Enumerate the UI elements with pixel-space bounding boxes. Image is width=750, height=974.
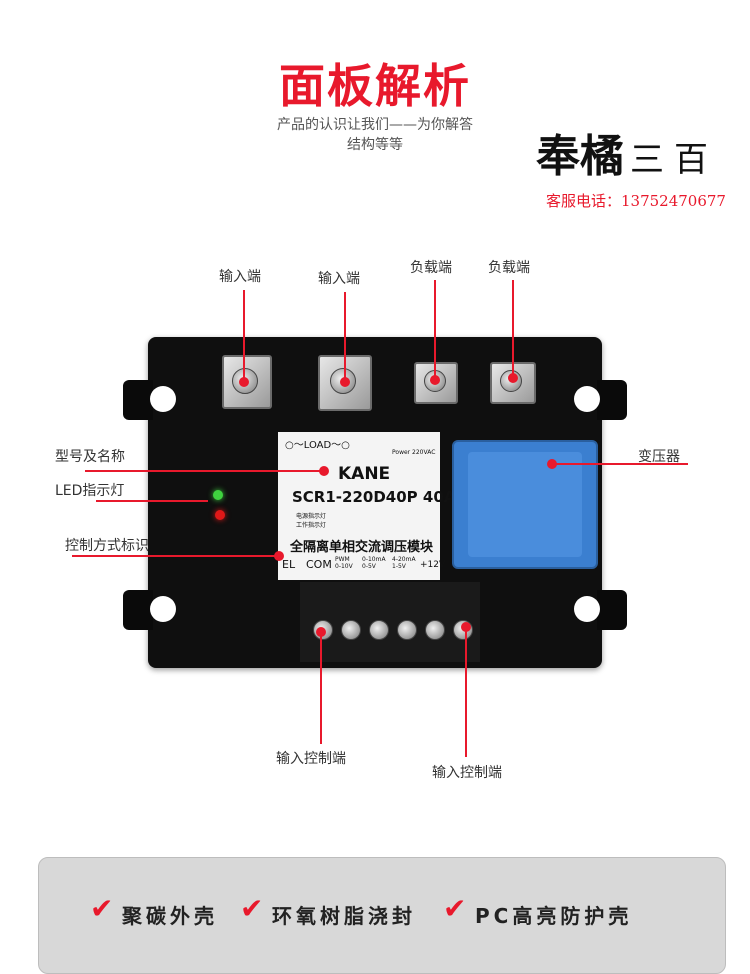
plate-led-label-1: 电源指示灯: [296, 513, 327, 520]
mounting-ear-bottom-right: [597, 590, 627, 630]
callout-led: LED指示灯: [55, 483, 125, 499]
screw-icon: [369, 620, 389, 640]
brand-logo: 奉橘三百: [536, 120, 718, 184]
subtitle-line-1: 产品的认识让我们——为你解答: [277, 117, 473, 133]
plate-brand: KANE: [338, 464, 391, 484]
mounting-hole-icon: [150, 596, 176, 622]
plate-led-label-2: 工作指示灯: [296, 522, 327, 529]
callout-input-1: 输入端: [219, 269, 261, 285]
work-led-icon: [215, 510, 225, 520]
feature-item-3: PC高亮防护壳: [475, 904, 633, 928]
port-com: COM: [306, 558, 332, 571]
callout-input-2: 输入端: [318, 271, 360, 287]
screw-icon: [397, 620, 417, 640]
callout-load-1: 负载端: [410, 260, 452, 276]
checkmark-icon: ✔: [443, 892, 467, 925]
port-current: 4-20mA 1-5V: [392, 556, 416, 570]
port-pwm: PWM 0-10V: [335, 556, 353, 570]
power-led-icon: [213, 490, 223, 500]
mounting-ear-top-right: [597, 380, 627, 420]
subtitle-line-2: 结构等等: [347, 137, 403, 153]
port-el: EL: [282, 558, 296, 571]
callout-control-input-1: 输入控制端: [276, 751, 346, 767]
port-voltage: 0-10mA 0-5V: [362, 556, 386, 570]
mounting-hole-icon: [150, 386, 176, 412]
mounting-ear-top-left: [123, 380, 153, 420]
plate-model: SCR1-220D40P 40A: [292, 488, 456, 506]
screw-icon: [425, 620, 445, 640]
mounting-hole-icon: [574, 596, 600, 622]
brand-name: 奉橘: [536, 131, 624, 182]
device-label-plate: [278, 432, 440, 580]
plate-load-text: ○～LOAD～○: [285, 440, 350, 451]
transformer: [452, 440, 598, 569]
port-12v: +12V: [420, 560, 446, 570]
mounting-ear-bottom-left: [123, 590, 153, 630]
feature-item-1: 聚碳外壳: [122, 904, 218, 928]
page-title: 面板解析: [279, 59, 471, 113]
checkmark-icon: ✔: [240, 892, 264, 925]
customer-service-phone: 客服电话：13752470677: [546, 192, 726, 210]
callout-transformer: 变压器: [638, 449, 680, 465]
plate-power-text: Power 220VAC: [392, 449, 436, 456]
brand-name-suffix: 三百: [630, 140, 718, 180]
callout-load-2: 负载端: [488, 260, 530, 276]
callout-model: 型号及名称: [55, 449, 125, 465]
callout-control-mode: 控制方式标识: [65, 538, 149, 554]
feature-item-2: 环氧树脂浇封: [272, 904, 416, 928]
mounting-hole-icon: [574, 386, 600, 412]
feature-banner: [38, 857, 726, 974]
checkmark-icon: ✔: [90, 892, 114, 925]
plate-product-name: 全隔离单相交流调压模块: [290, 540, 434, 555]
screw-icon: [341, 620, 361, 640]
callout-control-input-2: 输入控制端: [432, 765, 502, 781]
